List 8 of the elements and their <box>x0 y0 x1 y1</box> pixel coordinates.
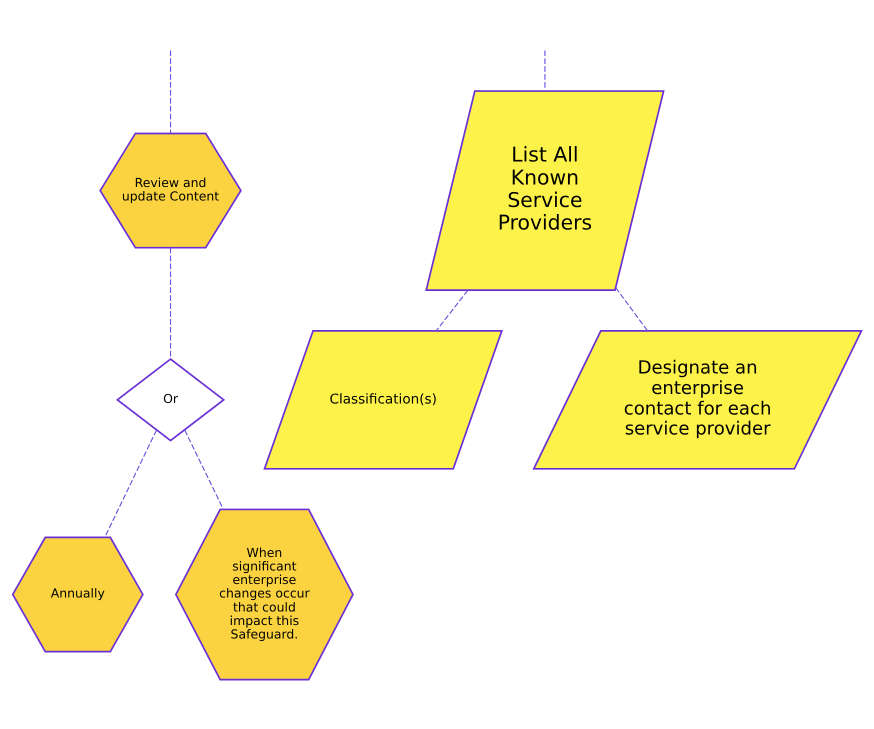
connector <box>436 290 468 332</box>
connector <box>170 50 172 134</box>
connector <box>544 50 546 92</box>
connector <box>184 430 224 510</box>
connector <box>104 430 157 538</box>
connector <box>170 248 172 360</box>
node-diamond: Or <box>116 358 226 442</box>
connector <box>615 287 648 331</box>
